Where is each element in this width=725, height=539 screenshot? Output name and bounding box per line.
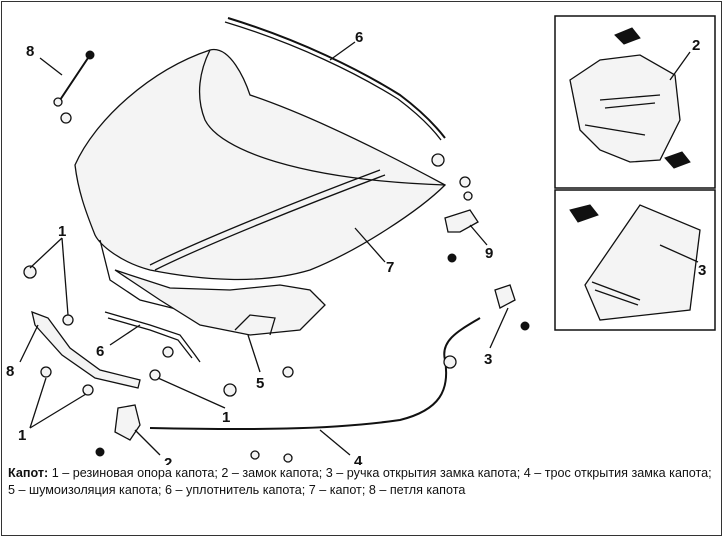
callout-1a: 1 — [58, 223, 66, 240]
hood-latch-bottom — [95, 404, 293, 463]
callout-2a: 2 — [164, 455, 172, 465]
callout-1c: 1 — [222, 409, 230, 426]
callout-2b: 2 — [692, 37, 700, 54]
figure-caption: Капот: 1 – резиновая опора капота; 2 – з… — [8, 465, 716, 498]
rubber-supports — [23, 153, 445, 397]
callout-4: 4 — [354, 453, 363, 465]
release-handle — [494, 284, 530, 331]
callout-9: 9 — [485, 245, 493, 262]
hood-insulation — [114, 269, 326, 336]
hood-seal-lower — [104, 311, 201, 363]
inset-handle-detail — [554, 189, 716, 331]
hood-diagram: 1 1 1 2 2 3 3 4 5 6 6 7 8 8 9 — [6, 15, 716, 465]
callout-3a: 3 — [484, 351, 492, 368]
callout-6a: 6 — [96, 343, 104, 360]
callout-8b: 8 — [6, 363, 14, 380]
caption-title: Капот: — [8, 466, 49, 480]
bracket — [444, 176, 479, 263]
callout-3b: 3 — [698, 262, 706, 279]
callout-6b: 6 — [355, 29, 363, 46]
inset-latch-detail — [554, 15, 716, 189]
leader-lines — [19, 41, 699, 456]
caption-text: 1 – резиновая опора капота; 2 – замок ка… — [8, 466, 712, 497]
hood-seal-top — [227, 17, 446, 139]
callout-5: 5 — [256, 375, 264, 392]
callout-1b: 1 — [18, 427, 26, 444]
release-cable — [149, 317, 481, 431]
callout-7: 7 — [386, 259, 394, 276]
hood-hinge-top — [53, 50, 95, 124]
callout-8a: 8 — [26, 43, 34, 60]
hood-hinge-bottom — [31, 310, 141, 389]
